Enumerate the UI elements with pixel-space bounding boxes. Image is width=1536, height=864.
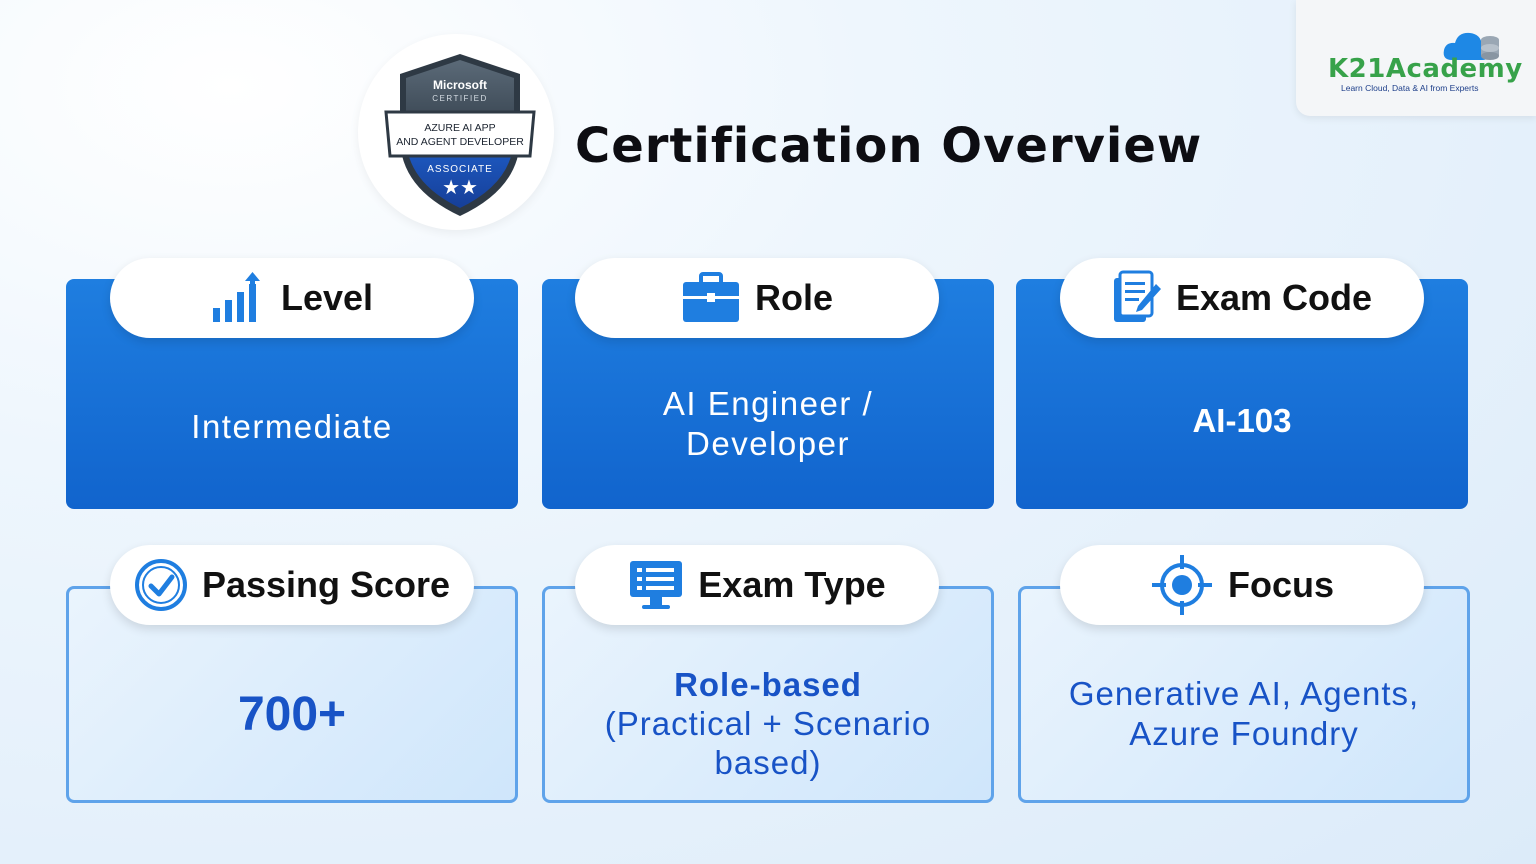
certification-badge: Microsoft CERTIFIED AZURE AI APP AND AGE… [384, 54, 536, 216]
exam-type-label: Exam Type [698, 564, 886, 605]
brand-logo[interactable]: K21Academy [1328, 54, 1523, 84]
check-circle-icon [134, 559, 187, 611]
role-value-line1: AI Engineer / [662, 385, 874, 422]
badge-ribbon-line1: AZURE AI APP [424, 122, 495, 134]
document-edit-icon [1113, 270, 1161, 322]
focus-value-line1: Generative AI, Agents, [1068, 675, 1420, 712]
level-value: Intermediate [191, 408, 393, 445]
exam-code-value: AI-103 [1192, 402, 1292, 439]
passing-score-pill: Passing Score [110, 545, 474, 625]
badge-microsoft: Microsoft [433, 78, 487, 92]
level-label: Level [280, 277, 374, 318]
exam-type-pill: Exam Type [575, 545, 939, 625]
focus-value-line2: Azure Foundry [1129, 715, 1359, 752]
role-label: Role [754, 277, 833, 318]
badge-stars: ★★ [442, 175, 478, 199]
bar-chart-icon [212, 272, 260, 322]
exam-code-pill: Exam Code [1060, 258, 1424, 338]
role-value-line2: Developer [686, 425, 850, 462]
cloud-database-icon [1443, 32, 1499, 60]
passing-score-label: Passing Score [201, 564, 451, 605]
badge-tier: ASSOCIATE [427, 164, 493, 175]
level-pill: Level [110, 258, 474, 338]
page-title: Certification Overview [575, 118, 1203, 174]
exam-code-label: Exam Code [1175, 277, 1373, 318]
briefcase-icon [682, 272, 739, 322]
focus-label: Focus [1227, 564, 1334, 605]
monitor-list-icon [630, 561, 683, 609]
role-pill: Role [575, 258, 939, 338]
passing-score-value: 700+ [237, 688, 347, 741]
target-icon [1151, 555, 1212, 615]
badge-certified: CERTIFIED [432, 94, 488, 103]
exam-type-value-line3: based) [714, 744, 822, 781]
exam-type-value-line1: Role-based [674, 666, 862, 703]
badge-ribbon-line2: AND AGENT DEVELOPER [396, 136, 524, 148]
exam-type-value-line2: (Practical + Scenario [604, 705, 932, 742]
brand-tagline: Learn Cloud, Data & AI from Experts [1341, 83, 1479, 93]
focus-pill: Focus [1060, 545, 1424, 625]
